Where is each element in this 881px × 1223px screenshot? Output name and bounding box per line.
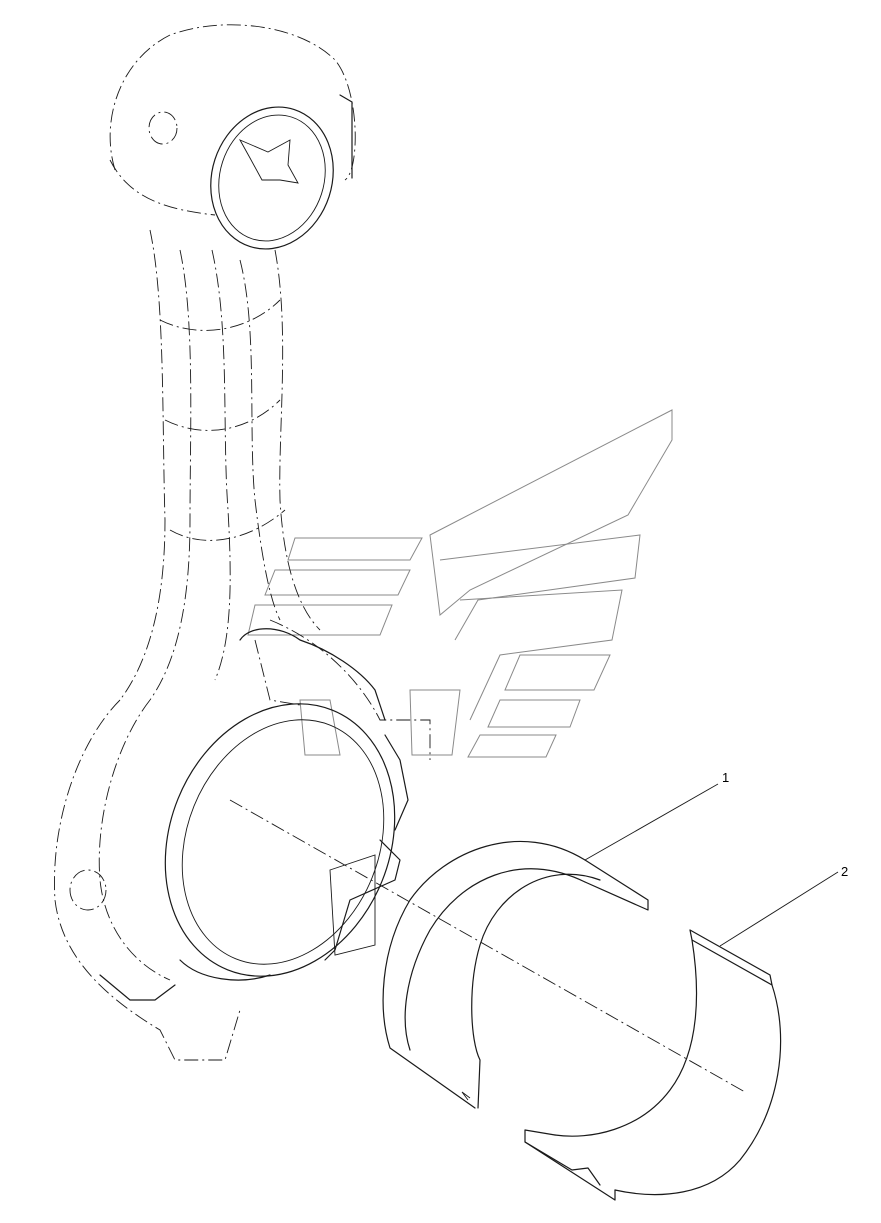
leader-line-2 (719, 871, 839, 947)
bearing-shell-upper (382, 840, 649, 1109)
leader-line-1 (584, 783, 719, 861)
callout-number-1: 1 (722, 770, 729, 785)
bearing-shell-lower (524, 929, 782, 1201)
callout-number-2: 2 (841, 864, 848, 879)
center-axis-line (229, 799, 746, 1093)
watermark-logo (247, 409, 673, 758)
connecting-rod (54, 24, 431, 1061)
